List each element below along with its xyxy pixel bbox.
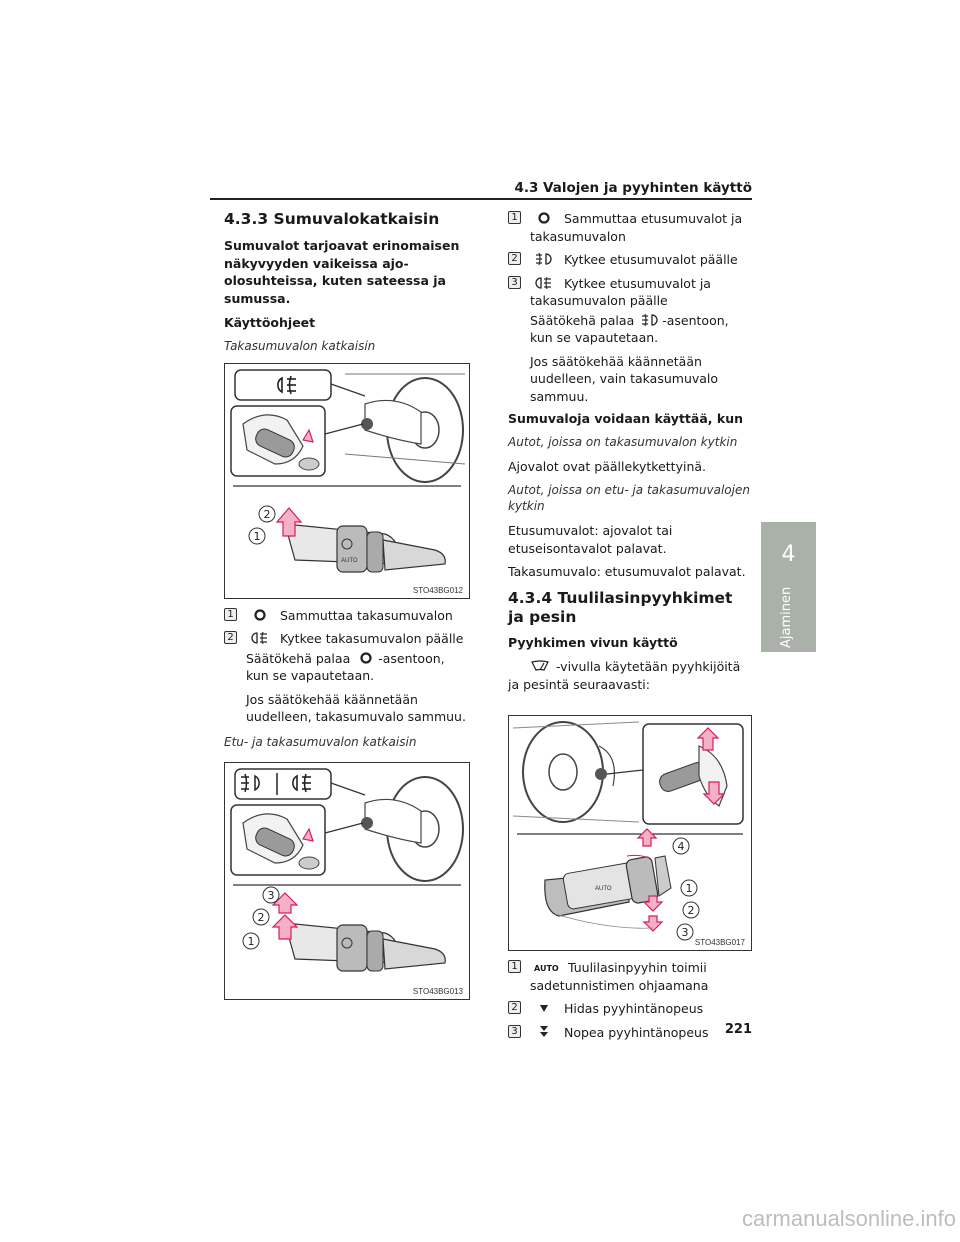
header-rule [210,198,752,200]
item-text: Hidas pyyhintänopeus [563,1001,704,1017]
item-text: Sammuttaa etusumuvalot ja takasumuvalon [530,211,743,244]
return-note-start: Säätökehä palaa [530,312,635,328]
figure3-callout-1: 1 [686,882,693,895]
cars-rear-caption: Autot, joissa on takasumuvalon kytkin [508,435,738,449]
return-note: Säätökehä palaa -asentoon, kun se vapaut… [508,312,752,347]
rear-fog-icon [250,632,270,645]
item-number: 3 [508,1024,521,1038]
svg-text:AUTO: AUTO [341,558,358,564]
figure3-code: STO43BG017 [694,938,745,948]
fog-intro: Sumuvalot tarjoavat erinomaisen näkyvyyd… [224,238,460,306]
list-item: 2 Hidas pyyhintänopeus [508,1000,752,1018]
rear-switch-caption: Takasumuvalon katkaisin [224,339,376,354]
cars-rear-text: Ajovalot ovat päällekytkettyinä. [508,459,706,475]
chapter-label: Ajaminen [779,586,794,648]
left-column: 4.3.3 Sumuvalokatkaisin Sumuvalot tarjoa… [224,210,470,1008]
figure2-callout-1: 1 [248,935,255,948]
turn-again-note: Jos säätökehää käännetään uudelleen, vai… [530,353,719,404]
figure2-callout-2: 2 [258,911,265,924]
chapter-number-tab[interactable]: 4 [761,522,816,586]
return-note-end: -asentoon, kun se vapautetaan. [246,650,445,684]
item-number: 1 [508,960,521,974]
right-column: 1 Sammuttaa etusumuvalot ja takasumuvalo… [508,210,752,1047]
list-item: 1 AUTO Tuulilasinpyyhin toimii sadetunni… [508,959,752,994]
wiper-lever-illustration: AUTO 4 1 2 3 [512,721,744,941]
cars-front-rear-caption: Autot, joissa on etu- ja takasumuvalojen… [508,482,750,513]
page-number: 221 [724,1022,752,1037]
item-number: 2 [508,1001,521,1015]
rear-fog-icon [534,276,554,289]
watermark: carmanualsonline.info [741,1206,956,1231]
chapter-number: 4 [781,541,796,567]
figure3-callout-3: 3 [682,926,689,939]
fog-off-icon [250,608,270,621]
item-number: 1 [508,211,521,224]
item-number: 2 [508,252,521,265]
front-fog-icon [640,313,660,326]
figure1-code: STO43BG012 [412,585,463,595]
front-rear-fog-switch-illustration: 3 2 1 [230,768,464,972]
single-arrow-icon [534,1002,554,1014]
figure3-callout-4: 4 [678,840,685,853]
list-item: 1 Sammuttaa takasumuvalon [224,607,470,625]
return-note-end: -asentoon, kun se vapautetaan. [530,312,729,346]
fog-off-icon [534,212,554,224]
return-note: Säätökehä palaa -asentoon, kun se vapaut… [224,650,470,685]
fog-off-icon [356,651,376,664]
wiper-intro-text: -vivulla käytetään pyyhkijöitä ja pesint… [508,659,741,692]
section-heading-wipers: 4.3.4 Tuulilasinpyyhkimet ja pesin [508,588,733,626]
figure-wiper-lever: AUTO 4 1 2 3 STO43BG017 [508,715,752,952]
figure2-code: STO43BG013 [412,986,463,996]
rear-fog-switch-illustration: AUTO 2 1 [230,368,466,573]
usage-title: Sumuvaloja voidaan käyttää, kun [508,411,743,426]
figure2-callout-3: 3 [268,889,275,902]
figure1-callout-2: 2 [264,508,271,521]
svg-text:AUTO: AUTO [595,886,612,892]
list-item: 2 Kytkee etusumuvalot päälle [508,251,752,269]
item-text: Kytkee takasumuvalon päälle [279,631,464,647]
item-text: Kytkee etusumuvalot ja takasumuvalon pää… [530,275,711,309]
turn-again-note: Jos säätökehää käännetään uudelleen, tak… [246,691,466,725]
list-item: 2 Kytkee takasumuvalon päälle [224,630,470,648]
instructions-title: Käyttöohjeet [224,315,316,331]
front-rear-caption: Etu- ja takasumuvalon katkaisin [224,734,417,749]
figure3-callout-2: 2 [688,904,695,917]
chapter-label-tab [761,586,816,652]
front-fog-icon [534,253,554,265]
return-note-start: Säätökehä palaa [246,650,351,666]
item-number: 1 [224,607,237,621]
wiper-lever-title: Pyyhkimen vivun käyttö [508,635,678,651]
section-heading-fog: 4.3.3 Sumuvalokatkaisin [224,210,440,228]
list-item: 1 Sammuttaa etusumuvalot ja takasumuvalo… [508,210,752,245]
auto-icon: AUTO [534,964,559,974]
item-text: Nopea pyyhintänopeus [563,1024,709,1040]
rear-fog-condition: Takasumuvalo: etusumuvalot palavat. [508,564,746,580]
item-text: Kytkee etusumuvalot päälle [563,252,738,267]
front-fog-condition: Etusumuvalot: ajovalot tai etuseisontava… [508,523,673,556]
wiper-intro: -vivulla käytetään pyyhkijöitä ja pesint… [508,658,752,693]
list-item: 3 Nopea pyyhintänopeus [508,1024,752,1042]
item-text: Tuulilasinpyyhin toimii sadetunnistimen … [530,960,709,993]
figure1-callout-1: 1 [254,530,261,543]
wiper-icon [530,660,550,672]
figure-front-rear-fog-switch: 3 2 1 STO43BG013 [224,761,470,1000]
item-number: 2 [224,631,237,645]
item-number: 3 [508,275,521,289]
item-text: Sammuttaa takasumuvalon [279,607,453,623]
figure-rear-fog-switch: AUTO 2 1 STO43BG012 [224,362,470,599]
double-arrow-icon [534,1025,554,1038]
list-item: 3 Kytkee etusumuvalot ja takasumuvalon p… [508,275,752,310]
section-title: 4.3 Valojen ja pyyhinten käyttö [514,180,752,196]
